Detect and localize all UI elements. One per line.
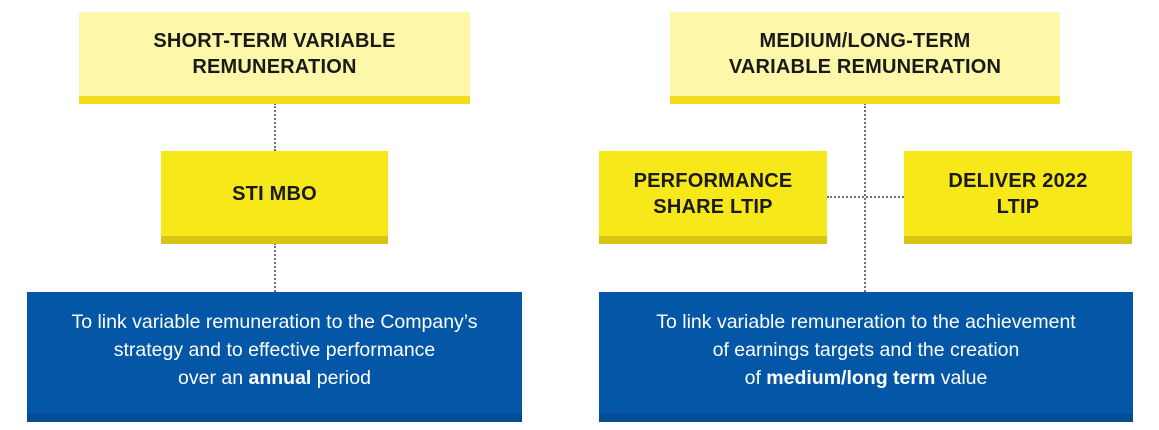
connector-right-horizontal xyxy=(827,196,904,198)
sti-mbo-label: STI MBO xyxy=(232,182,317,205)
sti-mbo-box: STI MBO xyxy=(161,151,388,244)
connector-left-top xyxy=(274,103,276,151)
long-term-header-text: MEDIUM/LONG-TERM VARIABLE REMUNERATION xyxy=(728,30,1002,78)
performance-share-ltip-label: PERFORMANCE SHARE LTIP xyxy=(633,169,793,218)
long-term-objective: To link variable remuneration to the ach… xyxy=(599,292,1133,422)
short-term-header: SHORT-TERM VARIABLE REMUNERATION xyxy=(79,12,470,104)
long-term-header: MEDIUM/LONG-TERM VARIABLE REMUNERATION xyxy=(670,12,1060,104)
short-term-objective-text: To link variable remuneration to the Com… xyxy=(71,311,478,389)
connector-left-bottom xyxy=(274,243,276,292)
long-term-objective-text: To link variable remuneration to the ach… xyxy=(656,311,1076,389)
medium-long-term-emphasis: medium/long term xyxy=(766,367,936,389)
short-term-header-text: SHORT-TERM VARIABLE REMUNERATION xyxy=(153,30,396,78)
short-term-objective: To link variable remuneration to the Com… xyxy=(27,292,522,422)
performance-share-ltip-box: PERFORMANCE SHARE LTIP xyxy=(599,151,827,244)
deliver-2022-ltip-label: DELIVER 2022 LTIP xyxy=(948,169,1088,218)
annual-emphasis: annual xyxy=(248,367,312,389)
deliver-2022-ltip-box: DELIVER 2022 LTIP xyxy=(904,151,1132,244)
